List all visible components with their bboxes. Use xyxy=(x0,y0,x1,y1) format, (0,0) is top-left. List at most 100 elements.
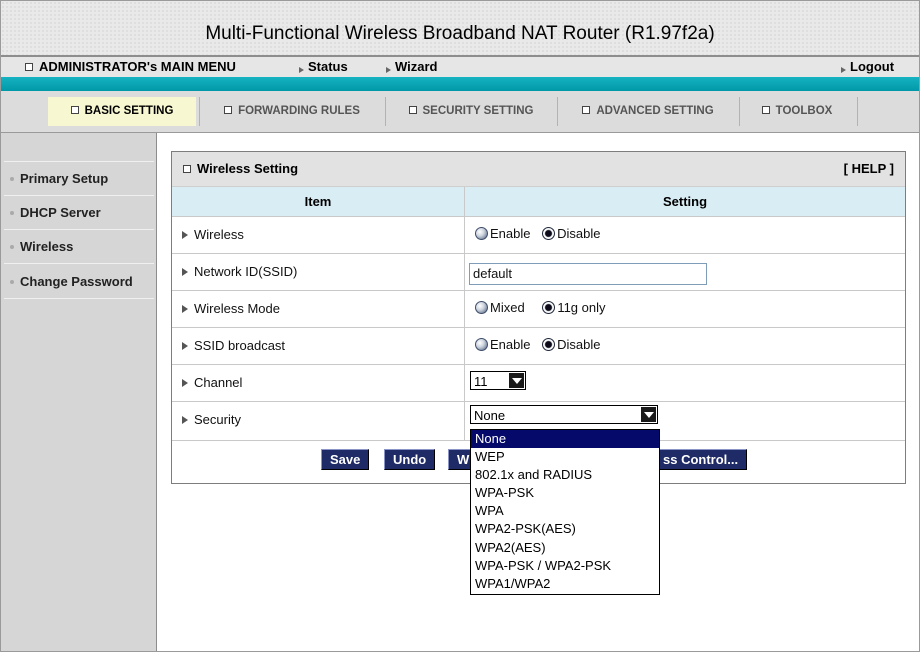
sidebar-item-label: Primary Setup xyxy=(20,171,109,186)
wireless-disable-radio[interactable] xyxy=(542,227,556,241)
enable-label: Enable xyxy=(490,226,531,241)
disable-label: Disable xyxy=(557,337,601,352)
bullet-icon xyxy=(10,244,14,249)
security-value: None xyxy=(474,408,506,423)
wireless-enable-radio[interactable] xyxy=(475,227,488,241)
wireless-label: Wireless xyxy=(194,227,244,242)
table-row-ssid: Network ID(SSID) default xyxy=(172,253,905,290)
access-control-button[interactable]: ss Control... xyxy=(654,449,748,470)
broadcast-disable-radio[interactable] xyxy=(542,338,556,352)
tab-forwarding-rules[interactable]: FORWARDING RULES xyxy=(202,97,382,126)
security-option-wpa-psk[interactable]: WPA-PSK xyxy=(475,485,534,501)
tab-security-setting[interactable]: SECURITY SETTING xyxy=(388,97,554,126)
row-label: Wireless xyxy=(182,227,244,242)
row-label: Security xyxy=(182,412,241,427)
teal-divider-bar xyxy=(1,77,919,91)
channel-label: Channel xyxy=(194,375,243,390)
row-label: Wireless Mode xyxy=(182,301,280,316)
save-button[interactable]: Save xyxy=(321,449,370,470)
tab-security-setting-label: SECURITY SETTING xyxy=(422,105,534,117)
security-select[interactable]: None xyxy=(470,405,658,424)
logout-label: Logout xyxy=(850,59,895,74)
arrow-right-icon xyxy=(182,230,188,239)
square-bullet-icon xyxy=(183,164,191,173)
security-option-wpa2-aes[interactable]: WPA2(AES) xyxy=(475,539,546,555)
table-row-ssid-broadcast: SSID broadcast Enable Disable xyxy=(172,327,905,364)
arrow-right-icon xyxy=(182,341,188,350)
row-label: SSID broadcast xyxy=(182,338,285,353)
security-options-list[interactable]: None WEP 802.1x and RADIUS WPA-PSK WPA W… xyxy=(470,429,660,595)
tab-advanced-setting[interactable]: ADVANCED SETTING xyxy=(560,97,736,126)
security-option-wpa1-wpa2[interactable]: WPA1/WPA2 xyxy=(475,575,551,591)
wireless-mode-radio-group: Mixed 11g only xyxy=(475,300,614,315)
tab-advanced-setting-label: ADVANCED SETTING xyxy=(596,105,714,117)
broadcast-enable-radio[interactable] xyxy=(475,338,488,352)
wireless-radio-group: Enable Disable xyxy=(475,226,608,241)
help-link[interactable]: [ HELP ] xyxy=(843,161,894,176)
table-row-wireless-mode: Wireless Mode Mixed 11g only xyxy=(172,290,905,327)
arrow-right-icon xyxy=(386,66,391,73)
header-banner: Multi-Functional Wireless Broadband NAT … xyxy=(1,1,919,56)
ssid-input[interactable]: default xyxy=(469,263,707,285)
sidebar-item-label: DHCP Server xyxy=(20,205,101,220)
tab-toolbox[interactable]: TOOLBOX xyxy=(742,97,852,126)
tab-separator xyxy=(739,97,740,126)
arrow-right-icon xyxy=(182,415,188,424)
mixed-label: Mixed xyxy=(490,300,525,315)
undo-button[interactable]: Undo xyxy=(384,449,436,470)
channel-select[interactable]: 11 xyxy=(470,371,526,390)
square-bullet-icon xyxy=(70,105,79,114)
logout-link[interactable]: Logout xyxy=(841,59,894,74)
row-label: Network ID(SSID) xyxy=(182,264,297,279)
sidebar-item-label: Wireless xyxy=(20,239,74,254)
ssid-broadcast-radio-group: Enable Disable xyxy=(475,337,608,352)
arrow-right-icon xyxy=(182,267,188,276)
bullet-icon xyxy=(10,210,14,215)
column-header-item: Item xyxy=(172,187,464,216)
tab-separator xyxy=(385,97,386,126)
ssid-broadcast-label: SSID broadcast xyxy=(194,338,286,353)
chevron-down-icon[interactable] xyxy=(509,373,524,388)
security-option-wpa[interactable]: WPA xyxy=(475,503,504,519)
admin-main-menu-link[interactable]: ADMINISTRATOR's MAIN MENU xyxy=(25,59,236,74)
security-option-none[interactable]: None xyxy=(471,430,659,449)
square-bullet-icon xyxy=(224,105,233,114)
column-header-setting: Setting xyxy=(465,187,905,216)
table-row-channel: Channel 11 xyxy=(172,364,905,401)
sidebar-item-wireless[interactable]: Wireless xyxy=(4,230,154,264)
mode-mixed-radio[interactable] xyxy=(475,301,488,315)
tab-forwarding-rules-label: FORWARDING RULES xyxy=(238,105,360,117)
tab-bar: BASIC SETTING FORWARDING RULES SECURITY … xyxy=(1,91,919,133)
wizard-link[interactable]: Wizard xyxy=(386,59,438,74)
wireless-setting-panel: Wireless Setting [ HELP ] Item Setting W… xyxy=(171,151,906,484)
security-option-wpa2-psk-aes[interactable]: WPA2-PSK(AES) xyxy=(475,521,576,537)
enable-label: Enable xyxy=(490,337,531,352)
square-bullet-icon xyxy=(582,105,591,114)
main-menu-bar: ADMINISTRATOR's MAIN MENU Status Wizard … xyxy=(1,57,919,77)
tab-separator xyxy=(199,97,200,126)
status-label: Status xyxy=(308,59,348,74)
security-option-wep[interactable]: WEP xyxy=(475,449,505,465)
panel-title-bar: Wireless Setting [ HELP ] xyxy=(172,152,905,187)
chevron-down-icon[interactable] xyxy=(641,407,656,422)
wizard-label: Wizard xyxy=(395,59,438,74)
row-label: Channel xyxy=(182,375,242,390)
bullet-icon xyxy=(10,176,14,181)
sidebar-item-primary-setup[interactable]: Primary Setup xyxy=(4,161,154,196)
arrow-right-icon xyxy=(182,304,188,313)
table-row-wireless: Wireless Enable Disable xyxy=(172,216,905,253)
sidebar-item-change-password[interactable]: Change Password xyxy=(4,265,154,299)
mode-11g-only-radio[interactable] xyxy=(542,301,556,315)
column-divider xyxy=(464,187,465,440)
status-link[interactable]: Status xyxy=(299,59,348,74)
ssid-label: Network ID(SSID) xyxy=(194,264,298,279)
admin-main-menu-label: ADMINISTRATOR's MAIN MENU xyxy=(39,59,236,74)
security-option-8021x-radius[interactable]: 802.1x and RADIUS xyxy=(475,467,593,483)
wireless-mode-label: Wireless Mode xyxy=(194,301,280,316)
sidebar-item-dhcp-server[interactable]: DHCP Server xyxy=(4,196,154,230)
disable-label: Disable xyxy=(557,226,601,241)
tab-basic-setting[interactable]: BASIC SETTING xyxy=(48,97,196,126)
security-option-wpa-psk-wpa2-psk[interactable]: WPA-PSK / WPA2-PSK xyxy=(475,557,612,573)
table-row-security: Security None xyxy=(172,401,905,440)
page-title: Multi-Functional Wireless Broadband NAT … xyxy=(205,23,715,44)
